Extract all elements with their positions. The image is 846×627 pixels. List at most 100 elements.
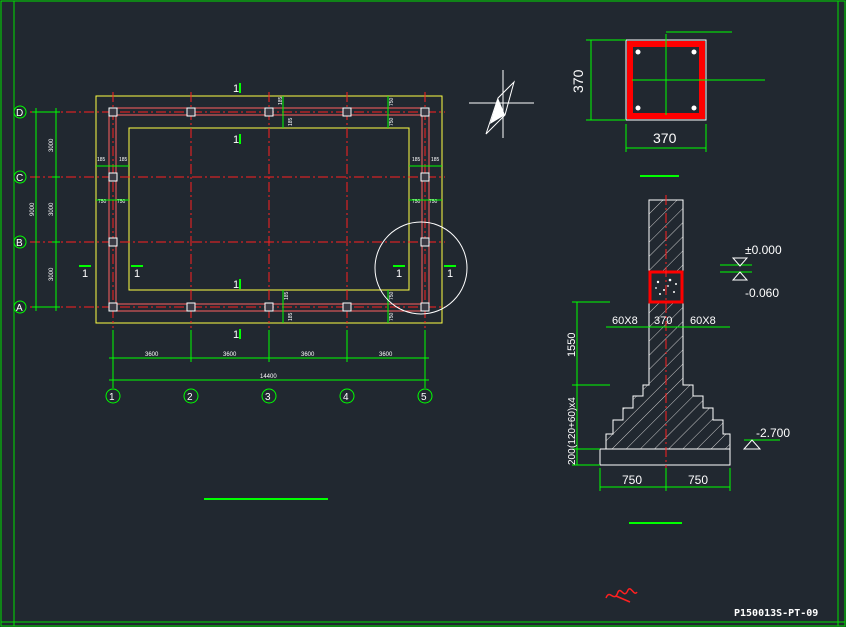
span-x-2: 3600	[223, 352, 237, 358]
dim-750-bottom-b: 750	[389, 312, 395, 321]
level-marker-icon	[742, 439, 762, 450]
signature-mark	[605, 588, 638, 603]
row-axis-bubbles: D C B A	[13, 105, 27, 314]
detail-circle	[374, 221, 468, 315]
footing-base-pad	[599, 448, 731, 466]
column-width-dim: 370	[653, 130, 677, 146]
dim-height-steps: (120+60)x4	[567, 397, 578, 448]
dim-right-steps: 60X8	[690, 315, 716, 327]
section-mark-bottom: 1	[233, 329, 239, 341]
dim-750-right-b: 750	[429, 199, 438, 205]
ground-beam-aggregate	[655, 278, 677, 295]
column-B1	[108, 237, 118, 247]
dim-750-top: 750	[389, 97, 395, 106]
dim-185-left-b: 185	[119, 157, 128, 163]
dim-stem-width: 370	[654, 315, 672, 327]
dim-height-200: 200	[567, 448, 578, 465]
column-A1	[108, 302, 118, 312]
dim-750-top-b: 750	[389, 117, 395, 126]
axis-label-2: 2	[187, 392, 193, 403]
rebar-bar	[691, 105, 697, 111]
total-y: 9000	[30, 202, 36, 216]
section-mark-inner-top: 1	[233, 134, 239, 146]
column-D5	[420, 107, 430, 117]
level-marker-icon	[731, 271, 749, 281]
column-C5	[420, 172, 430, 182]
column-D2	[186, 107, 196, 117]
column-A5	[420, 302, 430, 312]
column-A4	[342, 302, 352, 312]
span-y-3: 3000	[49, 267, 55, 281]
column-height-dim: 370	[570, 69, 586, 93]
dim-750-left-b: 750	[117, 199, 126, 205]
axis-bubble-A	[13, 300, 27, 314]
footing-section: ±0.000 -0.060 -2.700 60X8 370 60X8 1550 …	[566, 195, 790, 524]
axis-label-B: B	[16, 238, 23, 249]
column-D4	[342, 107, 352, 117]
horizontal-dimension-lines	[109, 330, 429, 388]
span-y-2: 3000	[49, 202, 55, 216]
section-mark-left-inner: 1	[134, 268, 140, 280]
grid-axes	[30, 92, 445, 328]
rebar-bar	[635, 49, 641, 55]
axis-bubble-2	[183, 388, 199, 404]
vertical-dimension-text: 3000 3000 3000 9000	[30, 138, 55, 281]
foundation-plan: 1 1 1 1 1 1 1 1 185 185 750 750 185 185 …	[13, 83, 468, 500]
vertical-dimension-lines	[32, 108, 60, 311]
column-section: 370 370	[570, 31, 765, 177]
drawing-number: P150013S-PT-09	[734, 608, 818, 619]
span-x-1: 3600	[145, 352, 159, 358]
north-arrow-icon	[469, 70, 534, 138]
level-minus-2700: -2.700	[756, 426, 790, 440]
axis-bubble-C	[13, 170, 27, 184]
axis-bubble-5	[417, 388, 433, 404]
dim-base-right: 750	[688, 473, 708, 487]
axis-bubble-3	[261, 388, 277, 404]
axis-bubble-4	[339, 388, 355, 404]
axis-label-3: 3	[265, 392, 271, 403]
level-minus-060: -0.060	[745, 286, 779, 300]
dim-750-bottom: 750	[389, 291, 395, 300]
horizontal-dimension-text: 3600 3600 3600 3600 14400	[145, 352, 393, 380]
section-mark-inner-bottom: 1	[233, 279, 239, 291]
dim-185-top-b: 185	[288, 117, 294, 126]
dim-height-1550: 1550	[566, 333, 578, 357]
section-mark-right-inner: 1	[396, 268, 402, 280]
wall-local-dims: 185 185 750 750 185 185 750 750 185 185 …	[97, 96, 440, 321]
level-marker-icon	[731, 257, 749, 267]
dim-185-left: 185	[97, 157, 106, 163]
axis-bubble-1	[105, 388, 121, 404]
column-A2	[186, 302, 196, 312]
dim-left-steps: 60X8	[612, 315, 638, 327]
total-x: 14400	[260, 374, 277, 380]
column-D3	[264, 107, 274, 117]
column-D1	[108, 107, 118, 117]
dim-750-right: 750	[412, 199, 421, 205]
dim-750-left: 750	[98, 199, 107, 205]
span-x-3: 3600	[301, 352, 315, 358]
dim-base-left: 750	[622, 473, 642, 487]
section-marks: 1 1 1 1 1 1 1 1	[79, 83, 456, 341]
dim-185-right: 185	[412, 157, 421, 163]
axis-label-4: 4	[343, 392, 349, 403]
axis-label-A: A	[16, 303, 23, 314]
column-C1	[108, 172, 118, 182]
dim-185-right-b: 185	[431, 157, 440, 163]
axis-label-C: C	[16, 173, 23, 184]
rebar-bar	[635, 105, 641, 111]
section-mark-right-outer: 1	[447, 268, 453, 280]
section-mark-top: 1	[233, 83, 239, 95]
column-axis-bubbles: 1 2 3 4 5	[105, 388, 433, 404]
wall-dim-ticks	[96, 96, 442, 323]
axis-label-D: D	[16, 108, 23, 119]
axis-bubble-B	[13, 235, 27, 249]
plan-columns	[108, 107, 430, 312]
column-A3	[264, 302, 274, 312]
column-B5	[420, 237, 430, 247]
axis-bubble-D	[13, 105, 27, 119]
span-x-4: 3600	[379, 352, 393, 358]
span-y-1: 3000	[49, 138, 55, 152]
level-zero: ±0.000	[745, 243, 782, 257]
